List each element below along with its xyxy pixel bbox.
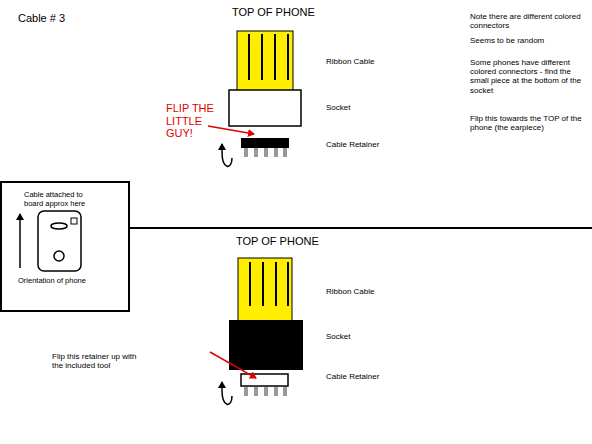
note-text: Flip this towards the TOP of the phone (… <box>470 114 588 132</box>
connector-top <box>208 31 301 166</box>
part-label: Cable Retainer <box>326 372 379 381</box>
note-text: Some phones have different colored conne… <box>470 58 588 95</box>
figure-title: Cable # 3 <box>18 12 65 25</box>
phone-drawing <box>20 211 81 271</box>
part-label: Socket <box>326 103 350 112</box>
note-text: Seems to be random <box>470 36 588 45</box>
callout-text: FLIP THE LITTLE GUY! <box>166 102 226 140</box>
part-label: Ribbon Cable <box>326 287 374 296</box>
divider-line <box>130 227 592 229</box>
connector-bottom <box>210 258 303 404</box>
heading-label: TOP OF PHONE <box>232 6 315 19</box>
caption-text: Orientation of phone <box>18 277 86 286</box>
note-text: Cable attached to board approx here <box>24 191 88 208</box>
note-text: Note there are different colored connect… <box>470 12 588 30</box>
heading-label: TOP OF PHONE <box>236 235 319 248</box>
note-text: Flip this retainer up with the included … <box>52 352 140 370</box>
part-label: Cable Retainer <box>326 140 379 149</box>
frame-box: Cable attached to board approx hereOrien… <box>0 181 130 312</box>
part-label: Ribbon Cable <box>326 57 374 66</box>
part-label: Socket <box>326 332 350 341</box>
